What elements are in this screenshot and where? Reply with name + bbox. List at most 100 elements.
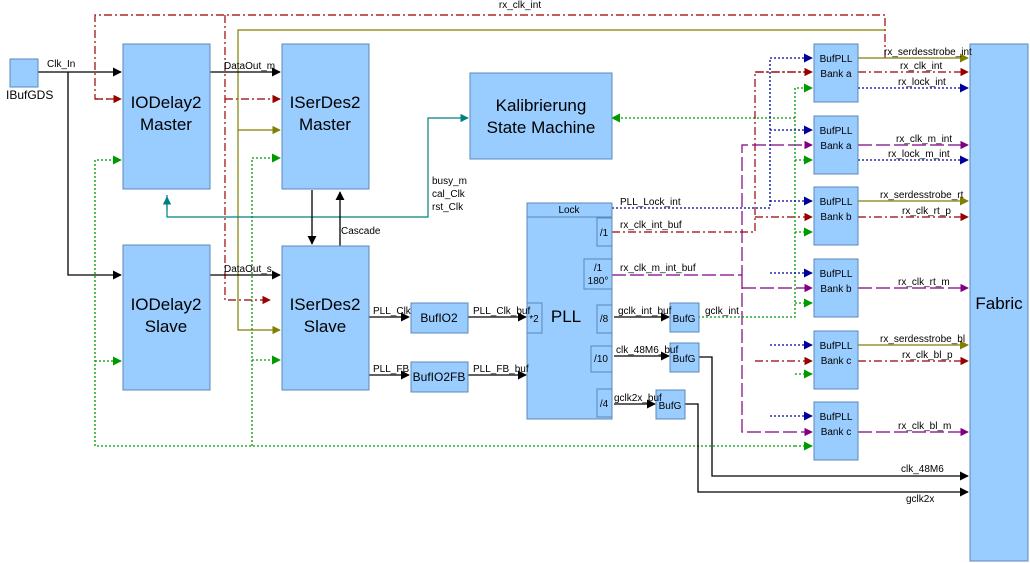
pll-out-2-a: /1 [594,263,603,274]
label-pll-fb: PLL_FB [373,364,409,375]
pll-lock-port: Lock [558,205,580,216]
bufpll-bank-c-1: BufPLL Bank c [813,330,859,390]
label-gclk-int: gclk_int [705,306,739,317]
pll-block: Lock PLL *2 /1 /1 180° /8 /10 /4 [526,202,613,420]
wire-rx-clk-m-int-buf [612,140,969,437]
bufpll-bank-b-1: BufPLL Bank b [813,186,859,246]
bufg-label-3: BufG [659,401,682,412]
bufpll-label: BufPLL [820,341,853,352]
bufpll-label: BufPLL [820,126,853,137]
wire-rx-clk-int-loop [94,14,886,305]
bufpll-bank-a-1: BufPLL Bank a [813,43,859,103]
wire-olive-feed [237,29,885,335]
iodelay2-master-block: IODelay2 Master [122,43,211,190]
label-gclk2x-buf: gclk2x_buf [614,393,662,404]
bufpll-label: BufPLL [820,269,853,280]
wire-rx-clk-int-buf [612,67,969,366]
wire-pll-lock-int [612,53,969,421]
pll-out-3: /8 [600,314,609,325]
label-clk-48m6-buf: clk_48M6_buf [616,345,678,356]
iserdes2-master-block: ISerDes2 Master [281,43,370,190]
pll-out-5: /4 [600,399,609,410]
label-rst-clk: rst_Clk [432,202,464,213]
label-rx-clk-int-buf: rx_clk_int_buf [620,220,682,231]
wire-serdesstrobe-outputs [858,53,969,350]
bank-label: Bank b [820,212,852,223]
label-rx-clk-m-int-buf: rx_clk_m_int_buf [620,263,696,274]
bufpll-bank-b-2: BufPLL Bank b [813,258,859,318]
pll-mult-port: *2 [529,314,539,325]
ibufgds-block: IBufGDS [6,58,53,102]
iodelay2-slave-label-2: Slave [145,317,188,336]
label-clk-48m6: clk_48M6 [901,464,944,475]
label-rx-serdesstrobe-int: rx_serdesstrobe_int [884,47,972,58]
iserdes2-slave-label-1: ISerDes2 [290,295,361,314]
bufg-label-1: BufG [673,314,696,325]
bufio2-label: BufIO2 [420,311,458,325]
ibufgds-label: IBufGDS [6,88,53,102]
iodelay2-master-label-1: IODelay2 [131,93,202,112]
wire-gclk-int [698,83,813,451]
label-clk-in: Clk_In [47,59,75,70]
label-dataout-s: DataOut_s [224,264,272,275]
label-rx-lock-m-int: rx_lock_m_int [888,149,950,160]
label-gclk-int-buf: gclk_int_buf [618,306,672,317]
bufpll-bank-a-2: BufPLL Bank a [813,115,859,175]
bufpll-label: BufPLL [820,54,853,65]
label-pll-clk-buf: PLL_Clk_buf [473,306,530,317]
label-rx-serdesstrobe-rt: rx_serdesstrobe_rt [880,190,964,201]
label-dataout-m: DataOut_m [224,61,275,72]
label-rx-clk-int: rx_clk_int [900,61,942,72]
wire-black-data [38,67,969,497]
bank-label: Bank a [820,69,852,80]
label-rx-clk-bl-m: rx_clk_bl_m [898,421,951,432]
bufpll-label: BufPLL [820,197,853,208]
pll-label: PLL [551,307,581,326]
label-gclk2x: gclk2x [906,494,934,505]
iodelay2-slave-label-1: IODelay2 [131,295,202,314]
label-rx-clk-bl-p: rx_clk_bl_p [902,350,953,361]
pll-out-2-b: 180° [588,276,609,287]
iserdes2-slave-label-2: Slave [304,317,347,336]
pll-out-1: /1 [600,228,609,239]
label-cascade: Cascade [341,226,381,237]
bank-label: Bank c [821,356,852,367]
bufpll-label: BufPLL [820,412,853,423]
label-rx-lock-int: rx_lock_int [898,77,946,88]
wire-green-dotted-feed [94,113,795,447]
iodelay2-slave-block: IODelay2 Slave [122,244,211,391]
pll-out-4: /10 [594,354,608,365]
label-busy-m: busy_m [432,176,467,187]
bank-label: Bank a [820,141,852,152]
bufg-block-2: BufG [669,342,700,373]
kalibrierung-label-2: State Machine [487,118,596,137]
label-rx-clk-rt-p: rx_clk_rt_p [902,206,951,217]
bufio2-block: BufIO2 [410,302,469,334]
bufpll-bank-c-2: BufPLL Bank c [813,401,859,461]
label-pll-fb-buf: PLL_FB_buf [473,364,529,375]
wire-teal-calibration [162,113,469,218]
bufio2fb-block: BufIO2FB [410,361,469,393]
label-pll-lock-int: PLL_Lock_int [620,197,681,208]
iserdes2-master-label-1: ISerDes2 [290,93,361,112]
bufg-label-2: BufG [673,354,696,365]
iserdes2-slave-block: ISerDes2 Slave [281,245,370,391]
bank-label: Bank c [821,427,852,438]
label-cal-clk: cal_Clk [432,189,466,200]
bank-label: Bank b [820,284,852,295]
iserdes2-master-label-2: Master [299,115,351,134]
fabric-block: Fabric [969,43,1029,562]
label-pll-clk: PLL_Clk [373,306,412,317]
label-rx-clk-int-top: rx_clk_int [499,0,541,11]
label-rx-serdesstrobe-bl: rx_serdesstrobe_bl [880,334,965,345]
bufio2fb-label: BufIO2FB [413,370,466,384]
bufg-block-3: BufG [655,389,686,420]
label-rx-clk-m-int: rx_clk_m_int [896,134,952,145]
fabric-label: Fabric [975,294,1023,313]
iodelay2-master-label-2: Master [140,115,192,134]
kalibrierung-label-1: Kalibrierung [496,96,587,115]
kalibrierung-block: Kalibrierung State Machine [469,72,613,160]
label-rx-clk-rt-m: rx_clk_rt_m [898,277,950,288]
bufg-block-1: BufG [669,302,700,333]
